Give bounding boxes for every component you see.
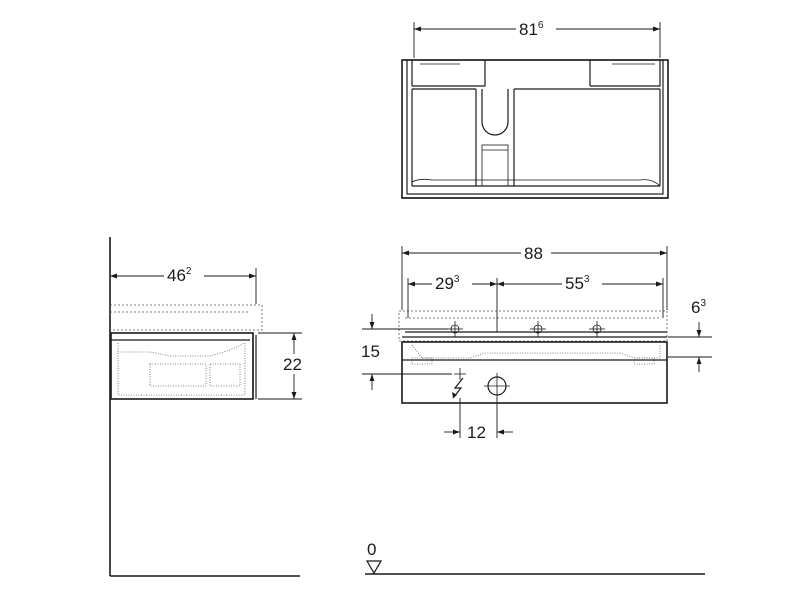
mounting-hole-left xyxy=(447,321,463,337)
floor-level-label: 0 xyxy=(367,540,376,559)
top-view: 816 xyxy=(401,18,669,199)
mounting-hole-right xyxy=(589,321,605,337)
side-height-label: 22 xyxy=(283,355,302,374)
side-view: 462 22 xyxy=(109,237,306,577)
mounting-hole-center xyxy=(530,321,546,337)
front-right-span-label: 553 xyxy=(565,274,590,293)
electrical-connection-icon xyxy=(452,368,466,399)
front-mount-height-label: 63 xyxy=(691,298,706,317)
front-hole-spacing-label: 15 xyxy=(361,342,380,361)
front-drain-offset-label: 12 xyxy=(467,423,486,442)
front-left-offset-label: 293 xyxy=(435,274,460,293)
front-view: 88 293 553 63 15 12 0 xyxy=(361,242,712,575)
side-depth-label: 462 xyxy=(167,266,192,285)
drain-connection-icon xyxy=(484,373,510,399)
front-overall-width-label: 88 xyxy=(524,244,543,263)
top-width-label: 816 xyxy=(519,20,544,39)
